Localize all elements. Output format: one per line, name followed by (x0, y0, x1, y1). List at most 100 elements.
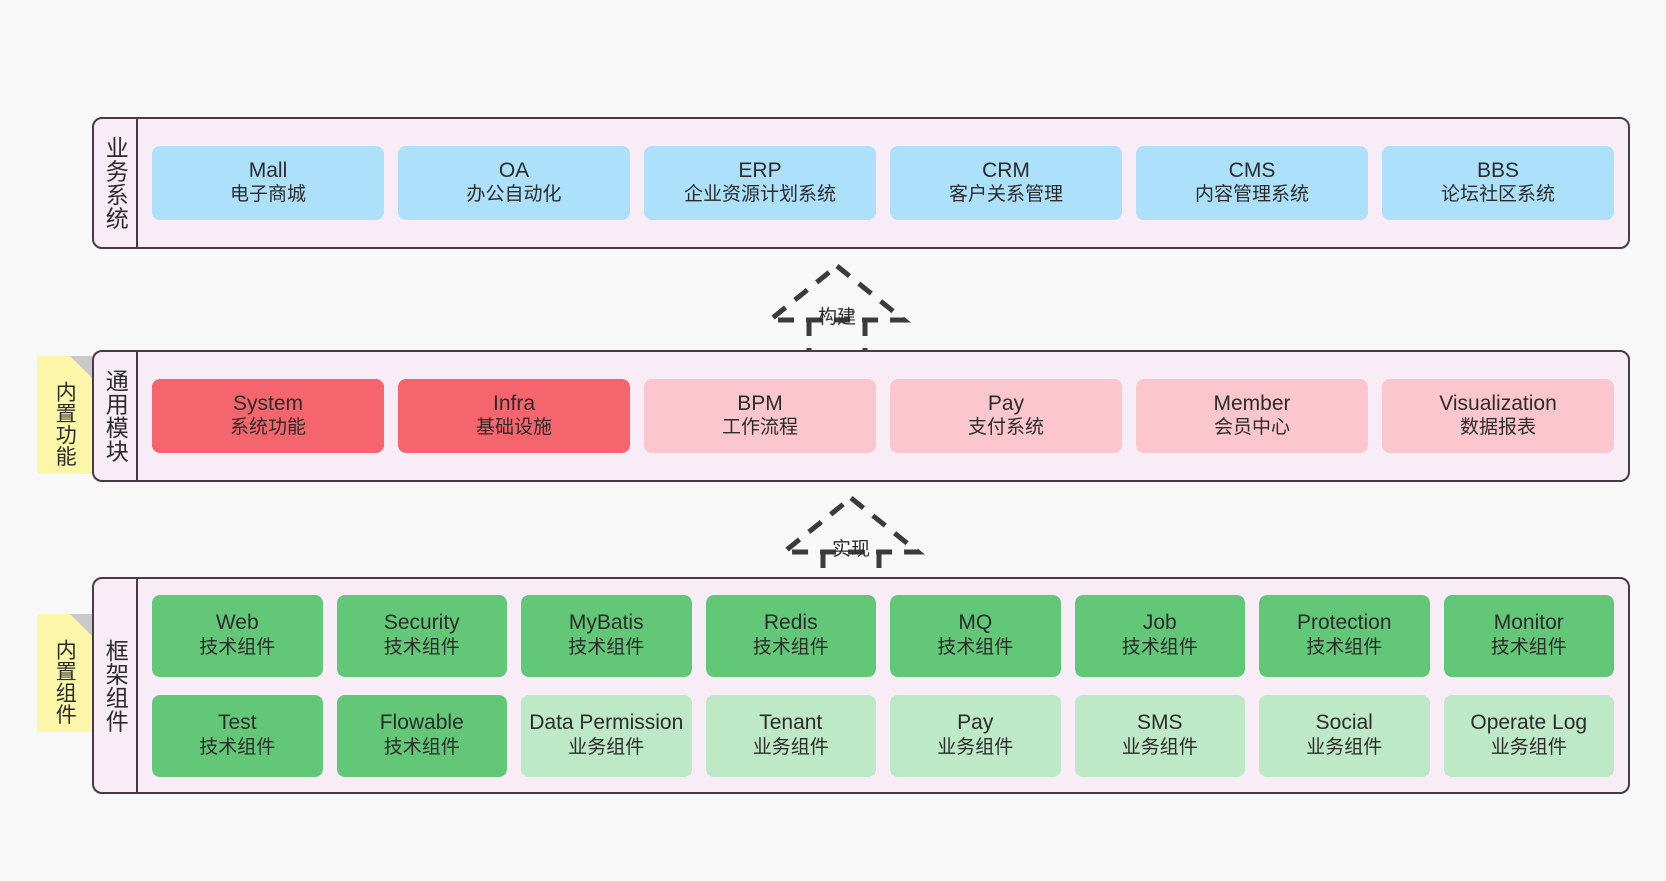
card-title: Visualization (1439, 391, 1557, 415)
card-row: Test 技术组件 Flowable 技术组件 Data Permission … (152, 694, 1614, 777)
card-title: Pay (957, 711, 994, 735)
card-subtitle: 工作流程 (721, 417, 798, 439)
card-pay-component[interactable]: Pay 业务组件 (890, 694, 1061, 777)
connector-label-build: 构建 (817, 307, 857, 328)
card-bbs[interactable]: BBS 论坛社区系统 (1382, 146, 1614, 220)
card-infra[interactable]: Infra 基础设施 (398, 379, 630, 453)
card-bpm[interactable]: BPM 工作流程 (644, 379, 876, 453)
card-title: Mall (248, 158, 288, 182)
card-title: Tenant (759, 711, 823, 735)
card-job[interactable]: Job 技术组件 (1074, 594, 1245, 677)
card-redis[interactable]: Redis 技术组件 (705, 594, 876, 677)
sticky-note-label: 内置组件 (53, 639, 77, 725)
card-title: Test (217, 711, 257, 735)
card-subtitle: 业务组件 (1306, 736, 1383, 758)
layer-label-business-systems: 业务系统 (94, 119, 138, 247)
layer-business-systems: 业务系统 Mall 电子商城 OA 办公自动化 ERP 企业资源计划系统 CRM… (92, 117, 1630, 249)
card-title: Protection (1296, 611, 1392, 635)
card-title: Redis (763, 611, 818, 635)
card-tenant[interactable]: Tenant 业务组件 (705, 694, 876, 777)
card-title: CRM (982, 158, 1030, 182)
card-subtitle: 办公自动化 (466, 184, 562, 206)
card-erp[interactable]: ERP 企业资源计划系统 (644, 146, 876, 220)
layer-label-common-modules: 通用模块 (94, 352, 138, 480)
card-row: System 系统功能 Infra 基础设施 BPM 工作流程 Pay 支付系统… (152, 379, 1614, 453)
card-member[interactable]: Member 会员中心 (1136, 379, 1368, 453)
card-title: OA (498, 158, 530, 182)
card-pay-module[interactable]: Pay 支付系统 (890, 379, 1122, 453)
card-title: CMS (1228, 158, 1276, 182)
sticky-fold-corner-icon (70, 356, 92, 378)
card-subtitle: 业务组件 (1490, 736, 1567, 758)
card-subtitle: 电子商城 (229, 184, 306, 206)
card-title: Infra (492, 391, 536, 415)
card-subtitle: 支付系统 (967, 417, 1044, 439)
card-title: Web (215, 611, 259, 635)
layer-body-business-systems: Mall 电子商城 OA 办公自动化 ERP 企业资源计划系统 CRM 客户关系… (138, 119, 1628, 247)
card-title: Security (383, 611, 460, 635)
card-protection[interactable]: Protection 技术组件 (1259, 594, 1430, 677)
card-title: BPM (737, 391, 783, 415)
card-operate-log[interactable]: Operate Log 业务组件 (1443, 694, 1614, 777)
card-title: Member (1213, 391, 1291, 415)
card-subtitle: 业务组件 (1121, 736, 1198, 758)
card-title: Data Permission (529, 711, 684, 735)
card-title: Monitor (1493, 611, 1564, 635)
layer-label-framework-components: 框架组件 (94, 579, 138, 792)
card-subtitle: 系统功能 (229, 417, 306, 439)
card-visualization[interactable]: Visualization 数据报表 (1382, 379, 1614, 453)
card-title: Job (1142, 611, 1177, 635)
card-title: Social (1315, 711, 1373, 735)
card-subtitle: 基础设施 (475, 417, 552, 439)
card-system[interactable]: System 系统功能 (152, 379, 384, 453)
card-title: Operate Log (1470, 711, 1588, 735)
sticky-note-builtin-components: 内置组件 (37, 614, 92, 732)
card-subtitle: 技术组件 (752, 636, 829, 658)
card-flowable[interactable]: Flowable 技术组件 (336, 694, 507, 777)
layer-body-common-modules: System 系统功能 Infra 基础设施 BPM 工作流程 Pay 支付系统… (138, 352, 1628, 480)
card-subtitle: 企业资源计划系统 (683, 184, 836, 206)
card-mq[interactable]: MQ 技术组件 (890, 594, 1061, 677)
card-subtitle: 技术组件 (199, 636, 276, 658)
card-subtitle: 会员中心 (1213, 417, 1290, 439)
sticky-fold-corner-icon (70, 614, 92, 636)
sticky-note-label: 内置功能 (53, 381, 77, 467)
card-web[interactable]: Web 技术组件 (152, 594, 323, 677)
card-subtitle: 技术组件 (1490, 636, 1567, 658)
card-title: ERP (738, 158, 782, 182)
card-subtitle: 业务组件 (752, 736, 829, 758)
card-cms[interactable]: CMS 内容管理系统 (1136, 146, 1368, 220)
card-oa[interactable]: OA 办公自动化 (398, 146, 630, 220)
card-subtitle: 技术组件 (568, 636, 645, 658)
card-row: Mall 电子商城 OA 办公自动化 ERP 企业资源计划系统 CRM 客户关系… (152, 146, 1614, 220)
card-social[interactable]: Social 业务组件 (1259, 694, 1430, 777)
card-mall[interactable]: Mall 电子商城 (152, 146, 384, 220)
card-subtitle: 技术组件 (937, 636, 1014, 658)
layer-common-modules: 通用模块 System 系统功能 Infra 基础设施 BPM 工作流程 Pay… (92, 350, 1630, 482)
card-subtitle: 业务组件 (937, 736, 1014, 758)
card-test[interactable]: Test 技术组件 (152, 694, 323, 777)
layer-body-framework-components: Web 技术组件 Security 技术组件 MyBatis 技术组件 Redi… (138, 579, 1628, 792)
card-title: Pay (987, 391, 1025, 415)
card-monitor[interactable]: Monitor 技术组件 (1443, 594, 1614, 677)
card-subtitle: 论坛社区系统 (1440, 184, 1555, 206)
card-subtitle: 技术组件 (1121, 636, 1198, 658)
card-sms[interactable]: SMS 业务组件 (1074, 694, 1245, 777)
card-title: MyBatis (568, 611, 644, 635)
card-title: MQ (958, 611, 993, 635)
card-subtitle: 技术组件 (1306, 636, 1383, 658)
card-subtitle: 技术组件 (199, 736, 276, 758)
card-crm[interactable]: CRM 客户关系管理 (890, 146, 1122, 220)
card-subtitle: 技术组件 (383, 636, 460, 658)
card-title: System (232, 391, 303, 415)
connector-implement: 实现 (776, 494, 926, 590)
card-subtitle: 数据报表 (1459, 417, 1536, 439)
card-subtitle: 技术组件 (383, 736, 460, 758)
connector-build: 构建 (762, 262, 912, 358)
card-row: Web 技术组件 Security 技术组件 MyBatis 技术组件 Redi… (152, 594, 1614, 677)
card-data-permission[interactable]: Data Permission 业务组件 (521, 694, 692, 777)
card-security[interactable]: Security 技术组件 (336, 594, 507, 677)
card-mybatis[interactable]: MyBatis 技术组件 (521, 594, 692, 677)
card-subtitle: 业务组件 (568, 736, 645, 758)
